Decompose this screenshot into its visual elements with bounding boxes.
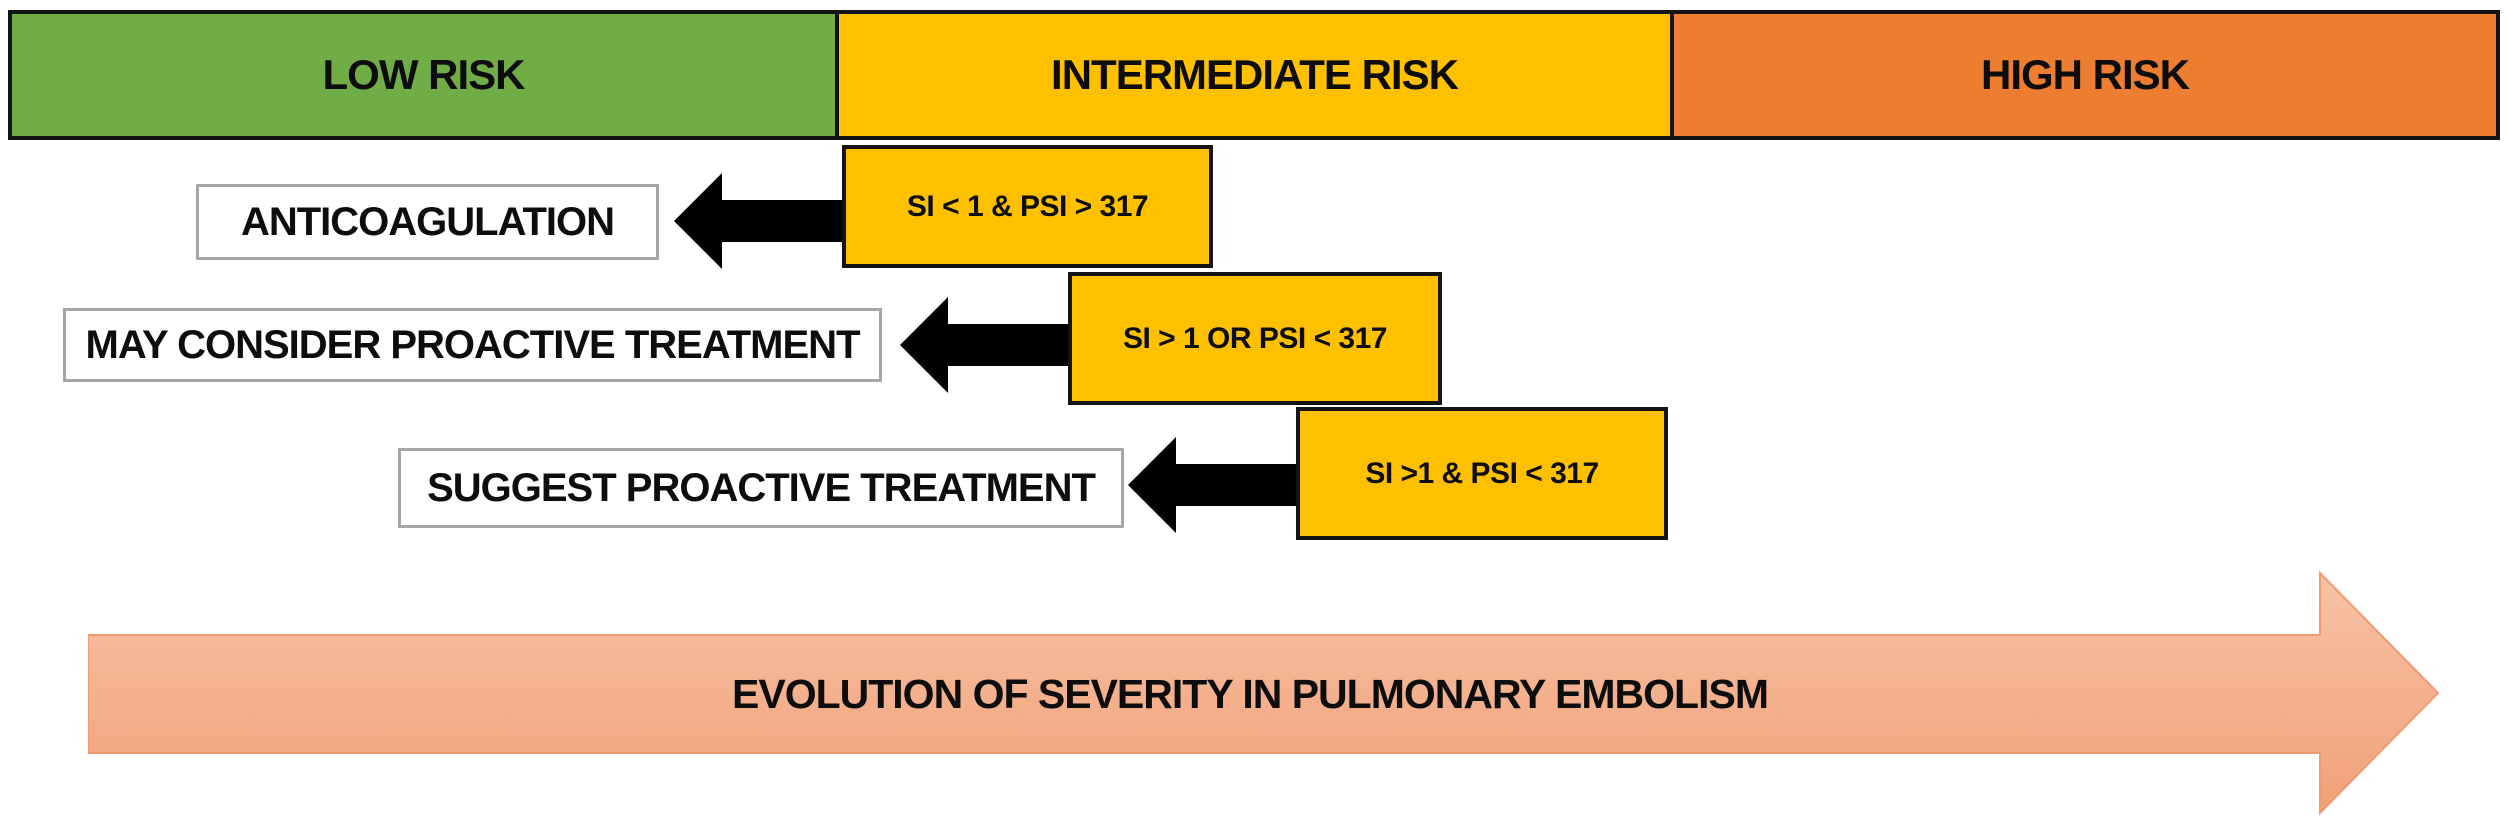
risk-band-high-label: HIGH RISK [1980,51,2190,98]
evolution-arrow-label: EVOLUTION OF SEVERITY IN PULMONARY EMBOL… [732,670,1769,717]
left-arrow-icon [1128,437,1296,533]
criteria-box-2-label: SI > 1 OR PSI < 317 [1123,321,1388,355]
right-arrow-shape [88,570,2440,816]
criteria-box-1: SI < 1 & PSI > 317 [842,145,1213,268]
action-box-suggest-proactive-treatment: SUGGEST PROACTIVE TREATMENT [398,448,1124,528]
left-arrow-shape [1128,437,1296,533]
criteria-box-1-label: SI < 1 & PSI > 317 [906,189,1149,223]
risk-band-low-label: LOW RISK [322,51,526,98]
risk-band-low: LOW RISK [8,10,839,140]
left-arrow-icon [900,297,1068,393]
criteria-box-2: SI > 1 OR PSI < 317 [1068,272,1442,405]
evolution-severity-arrow [88,570,2440,816]
risk-band-intermediate-label: INTERMEDIATE RISK [1051,51,1459,98]
criteria-box-3: SI >1 & PSI < 317 [1296,407,1668,540]
action-box-may-consider-label: MAY CONSIDER PROACTIVE TREATMENT [85,322,861,367]
action-box-anticoagulation: ANTICOAGULATION [196,184,659,260]
action-box-may-consider-proactive-treatment: MAY CONSIDER PROACTIVE TREATMENT [63,308,882,382]
action-box-suggest-label: SUGGEST PROACTIVE TREATMENT [427,465,1096,510]
risk-band-intermediate: INTERMEDIATE RISK [835,10,1674,140]
criteria-box-3-label: SI >1 & PSI < 317 [1365,456,1599,490]
left-arrow-shape [900,297,1068,393]
left-arrow-icon [674,173,842,269]
left-arrow-shape [674,173,842,269]
action-box-anticoagulation-label: ANTICOAGULATION [240,199,615,244]
risk-band-high: HIGH RISK [1670,10,2500,140]
